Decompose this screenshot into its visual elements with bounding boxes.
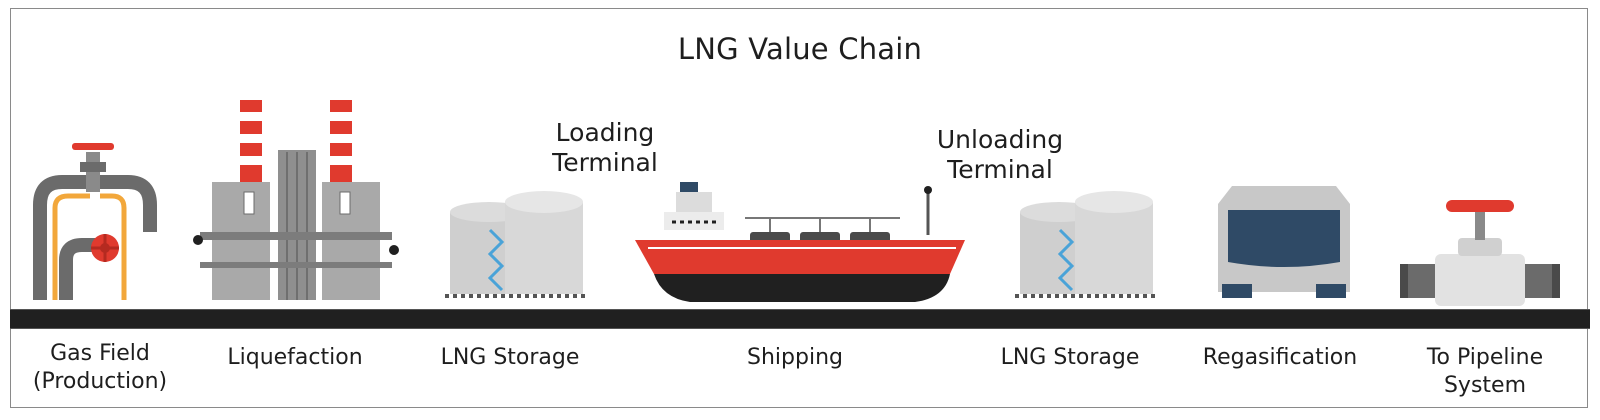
diagram-title: LNG Value Chain [677,32,923,66]
stage-label-shipping: Shipping [747,345,843,370]
loading-terminal-label: Loading Terminal [552,118,658,177]
storage-tank-icon [1015,191,1158,298]
pipeline-valve-icon [1400,200,1560,306]
stage-label-pipeline: To Pipeline System [1426,345,1544,398]
storage-tank-icon [445,191,588,298]
stage-label-lng-storage-2: LNG Storage [1000,345,1140,370]
stage-label-liquefaction: Liquefaction [227,345,363,370]
valve-pipe-icon [33,143,157,300]
liquefaction-plant-icon [193,100,399,300]
lng-ship-icon [635,182,965,302]
regasification-unit-icon [1218,186,1350,298]
stage-label-regasification: Regasification [1202,345,1358,370]
stage-label-gas-field: Gas Field (Production) [32,341,168,394]
ground-line [10,309,1590,329]
unloading-terminal-label: Unloading Terminal [936,125,1064,184]
stage-label-lng-storage-1: LNG Storage [440,345,580,370]
